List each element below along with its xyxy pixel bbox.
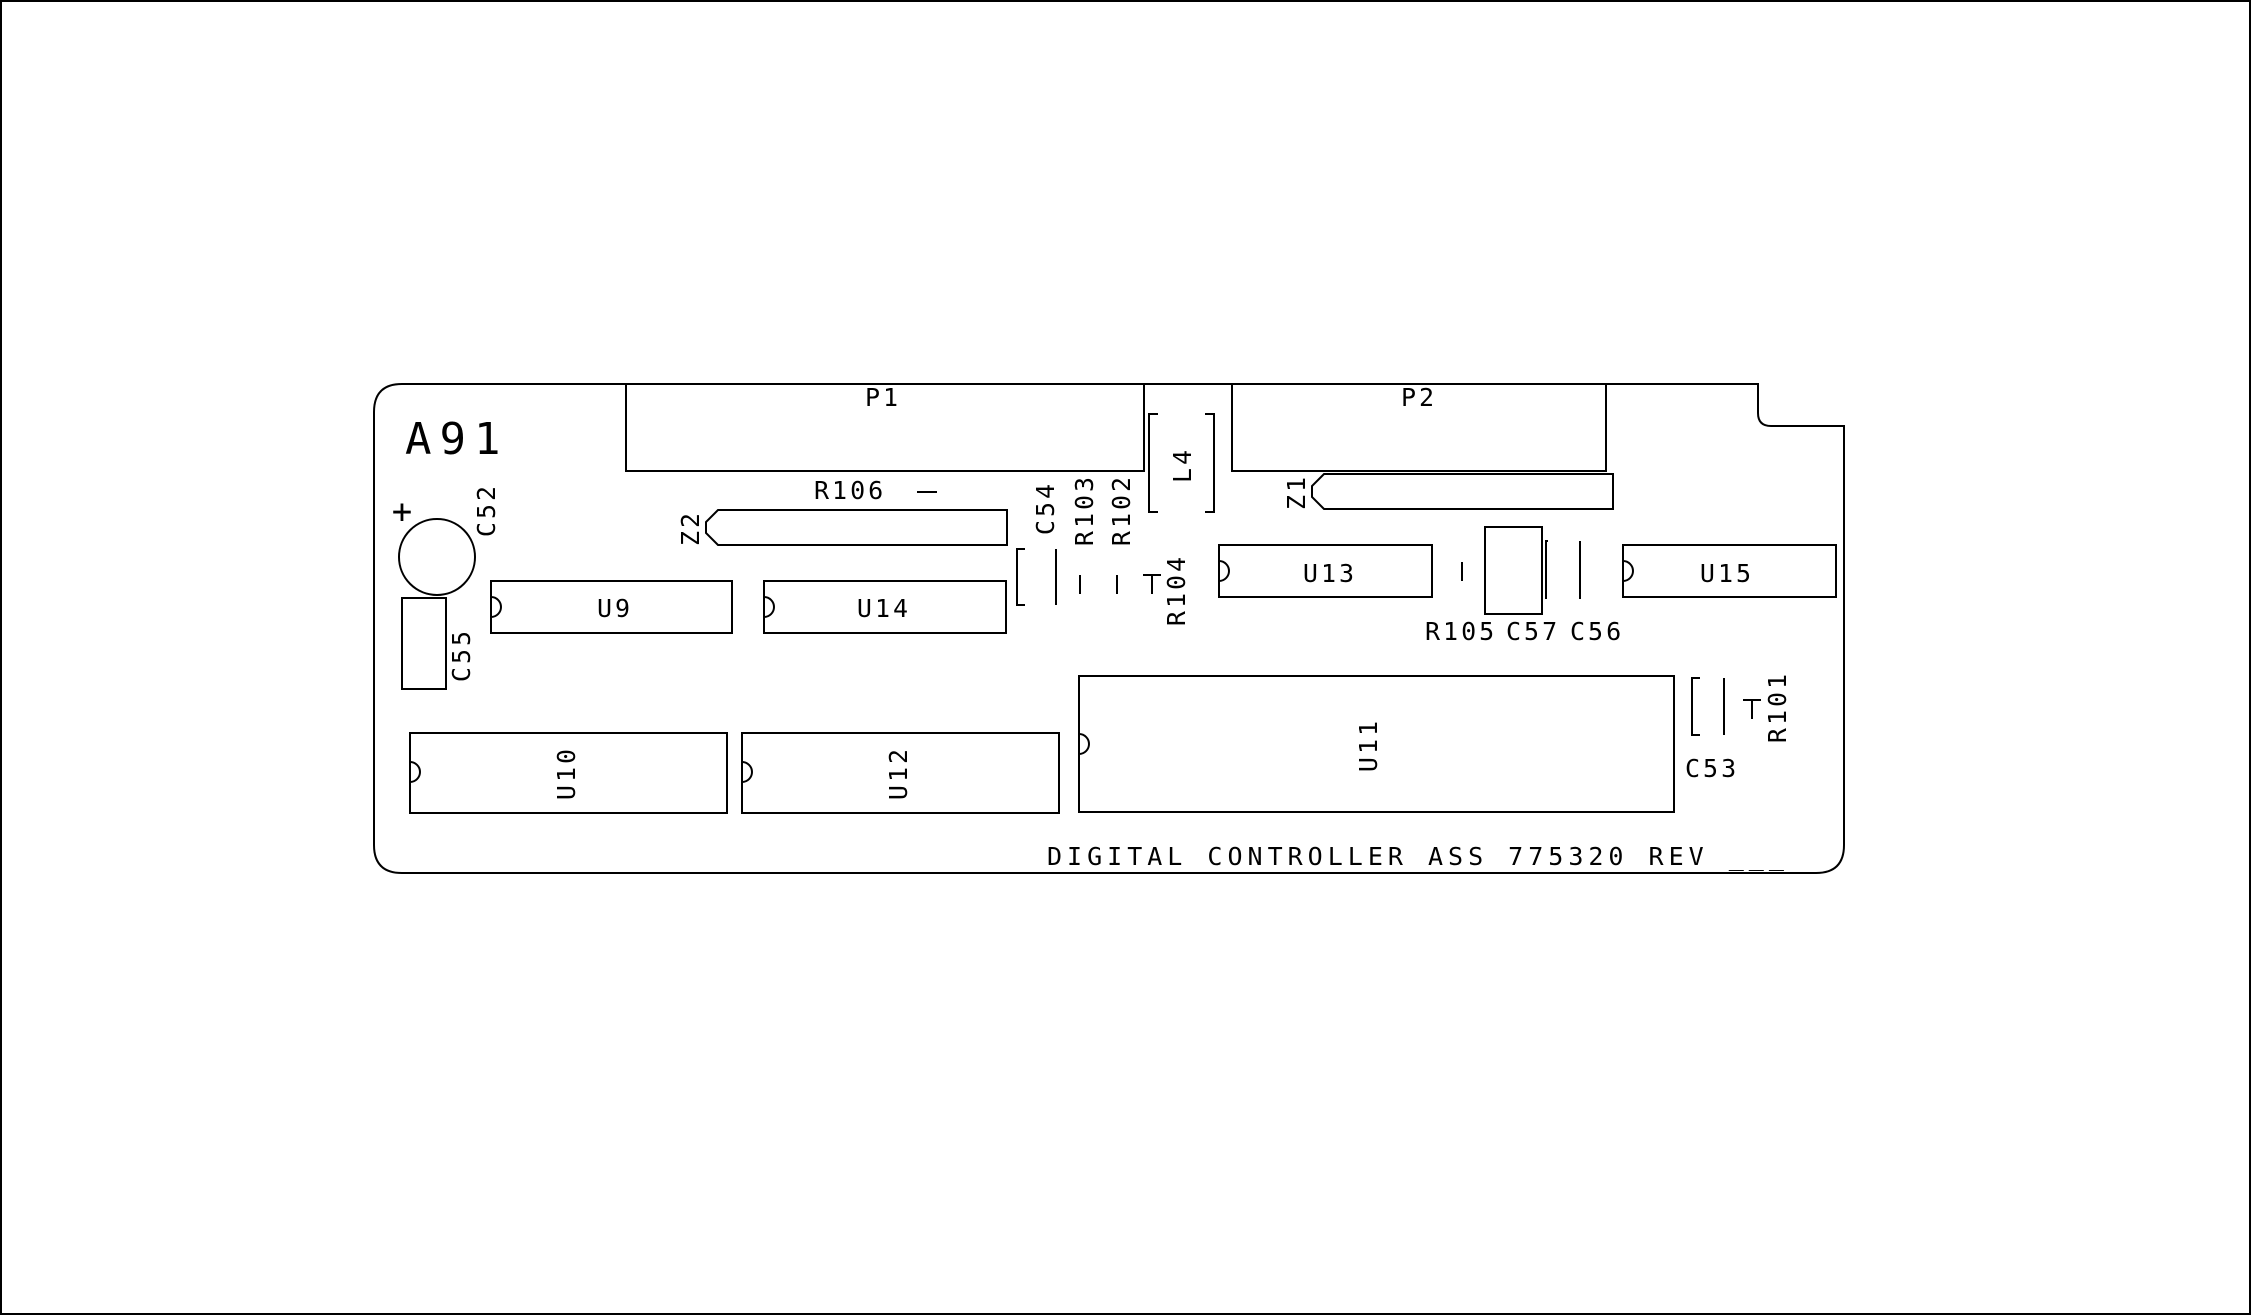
label-u11: U11 bbox=[1354, 718, 1383, 772]
label-u12: U12 bbox=[884, 746, 913, 800]
label-r104: R104 bbox=[1162, 554, 1191, 626]
component-z1: Z1 bbox=[1282, 473, 1614, 510]
label-c53: C53 bbox=[1685, 754, 1739, 783]
label-r105: R105 bbox=[1425, 617, 1497, 646]
resistor-r104: R104 bbox=[1143, 554, 1191, 626]
label-c52: C52 bbox=[472, 483, 501, 537]
ic-u14: U14 bbox=[763, 580, 1007, 634]
label-r102: R102 bbox=[1107, 474, 1136, 546]
board-outline bbox=[373, 383, 1845, 874]
ic-u12: U12 bbox=[741, 732, 1060, 814]
label-u15: U15 bbox=[1700, 559, 1754, 588]
label-p1: P1 bbox=[865, 383, 901, 412]
label-c55: C55 bbox=[447, 628, 476, 682]
label-u13: U13 bbox=[1303, 559, 1357, 588]
label-u9: U9 bbox=[597, 594, 633, 623]
resistor-r101: R101 bbox=[1743, 671, 1792, 743]
component-z2: Z2 bbox=[676, 509, 1008, 546]
resistor-r106: R106 bbox=[814, 476, 937, 505]
capacitor-c55: C55 bbox=[401, 597, 476, 690]
capacitor-c57: C57 bbox=[1484, 526, 1560, 646]
ic-u11: U11 bbox=[1078, 675, 1675, 813]
connector-p2: P2 bbox=[1231, 383, 1607, 472]
ic-u15: U15 bbox=[1622, 544, 1837, 598]
resistor-r103: R103 bbox=[1070, 474, 1099, 594]
label-u14: U14 bbox=[857, 594, 911, 623]
ic-u10: U10 bbox=[409, 732, 728, 814]
label-l4: L4 bbox=[1168, 447, 1197, 483]
label-c57: C57 bbox=[1506, 617, 1560, 646]
assembly-label: DIGITAL CONTROLLER ASS 775320 REV ___ bbox=[1047, 842, 1789, 871]
resistor-r105: R105 bbox=[1425, 562, 1497, 646]
ic-u9: U9 bbox=[490, 580, 733, 634]
connector-p1: P1 bbox=[625, 383, 1145, 472]
label-r101: R101 bbox=[1763, 671, 1792, 743]
polarity-plus: + bbox=[392, 492, 412, 532]
capacitor-c53: C53 bbox=[1685, 677, 1739, 783]
label-c56: C56 bbox=[1570, 617, 1624, 646]
label-r106: R106 bbox=[814, 476, 886, 505]
ic-u13: U13 bbox=[1218, 544, 1433, 598]
label-r103: R103 bbox=[1070, 474, 1099, 546]
label-c54: C54 bbox=[1031, 481, 1060, 535]
resistor-r102: R102 bbox=[1107, 474, 1136, 594]
capacitor-c56: C56 bbox=[1545, 540, 1624, 646]
label-u10: U10 bbox=[552, 746, 581, 800]
label-p2: P2 bbox=[1401, 383, 1437, 412]
label-z2: Z2 bbox=[676, 510, 705, 546]
inductor-l4: L4 bbox=[1148, 413, 1215, 513]
capacitor-c52: + C52 bbox=[392, 483, 501, 596]
capacitor-c54: C54 bbox=[1016, 481, 1060, 606]
board-designator: A91 bbox=[405, 414, 508, 465]
label-z1: Z1 bbox=[1282, 474, 1311, 510]
